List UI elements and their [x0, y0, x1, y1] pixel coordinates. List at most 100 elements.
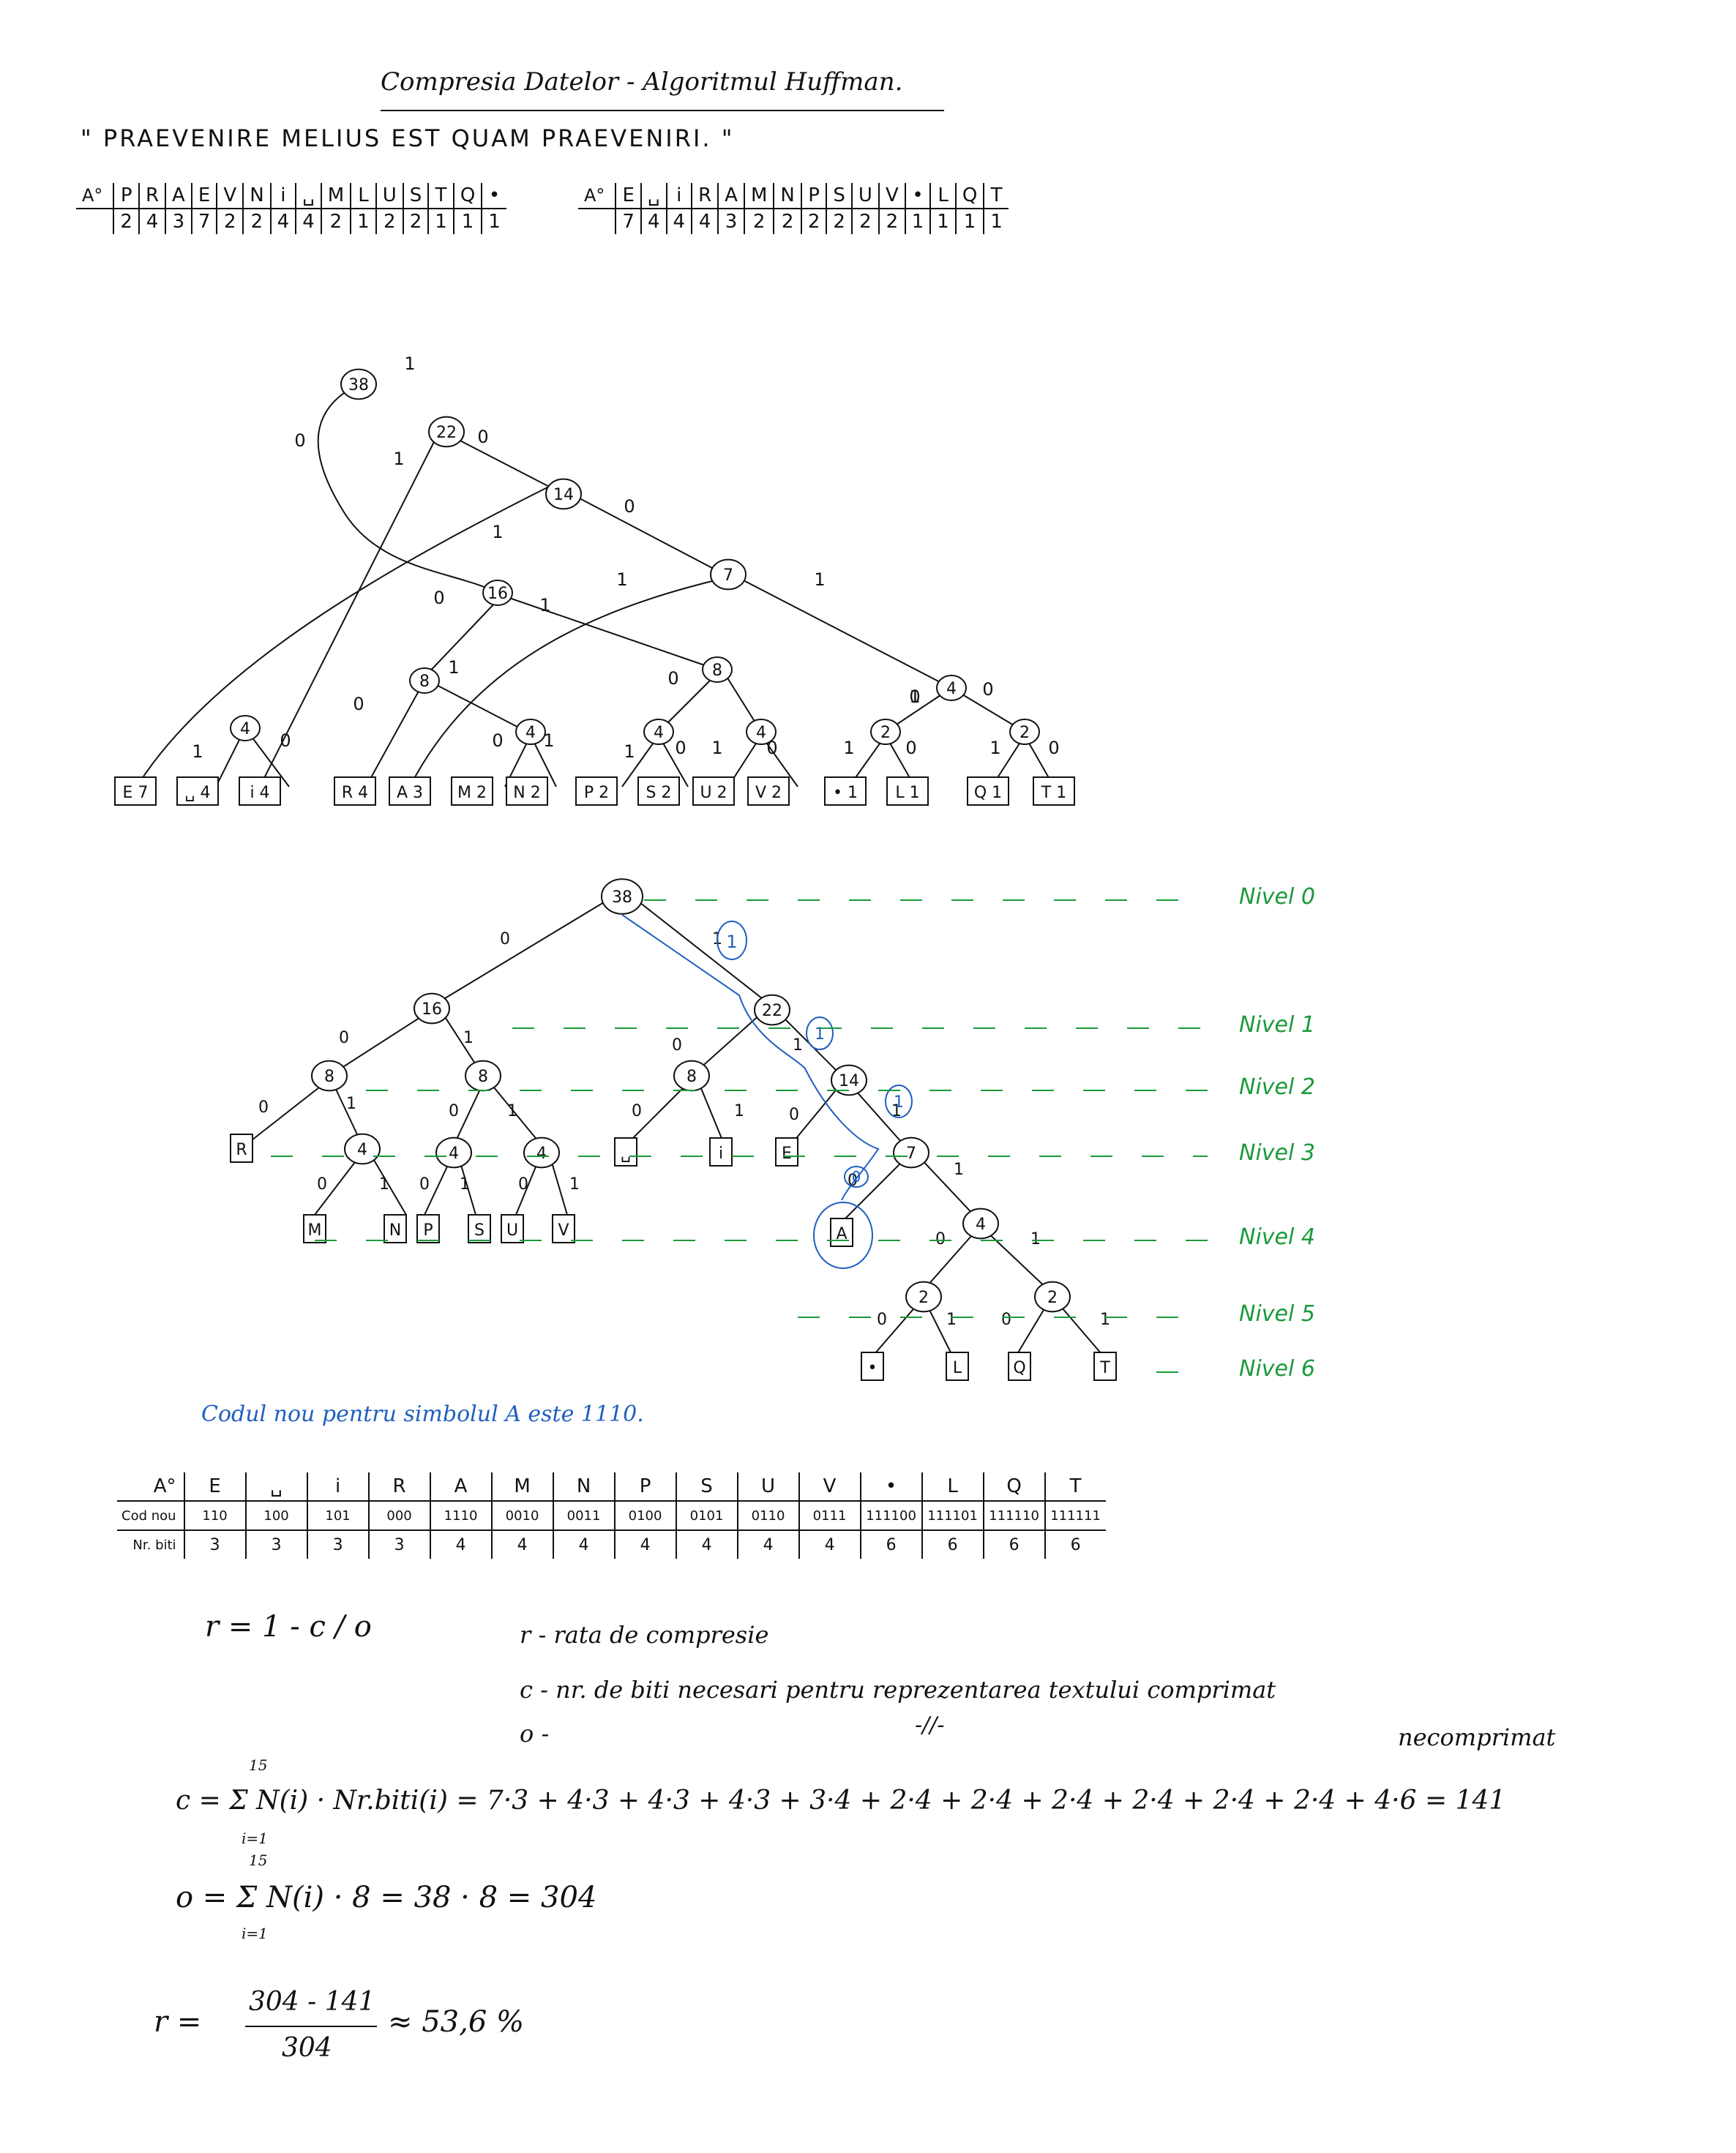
edge-label: 1 — [793, 1036, 803, 1055]
edge-label: 0 — [1001, 1311, 1011, 1329]
tree-node-label: 4 — [976, 1216, 986, 1234]
count-cell: 4 — [691, 209, 719, 234]
tree-node-label: 8 — [478, 1068, 488, 1086]
code-table-cell: 4 — [675, 1530, 738, 1559]
code-table-cell: P — [613, 1472, 676, 1502]
tree-leaf-label: T 1 — [1041, 784, 1066, 802]
tree-leaf-label: U 2 — [700, 784, 727, 802]
code-table-cell: A — [429, 1472, 492, 1502]
tree-leaf-label: ␣ — [621, 1145, 631, 1163]
symbol-cell: R — [138, 183, 166, 209]
code-table-cell: U — [736, 1472, 799, 1502]
tree-node — [643, 719, 674, 745]
count-cell: 1 — [481, 209, 506, 234]
edge-label: 1 — [1030, 1230, 1041, 1248]
tree-leaf — [416, 1214, 440, 1243]
tree-leaf-label: V — [558, 1221, 569, 1240]
symbol-cell: P — [113, 183, 139, 209]
symbol-cell: M — [320, 183, 351, 209]
tree-node — [831, 1064, 867, 1096]
symbol-cell: T — [427, 183, 454, 209]
tree-leaf — [303, 1214, 326, 1243]
c-label: c - nr. de biti necesari pentru reprezen… — [520, 1676, 1276, 1704]
count-cell: 1 — [929, 209, 956, 234]
tree-edge — [698, 1082, 725, 1146]
code-table-cell: 000 — [367, 1501, 430, 1531]
symbol-cell: i — [269, 183, 296, 209]
sum-lower-c: i=1 — [242, 1830, 268, 1847]
code-table-cell: i — [306, 1472, 369, 1502]
tree-node-label: 22 — [436, 424, 457, 442]
code-table-header: Cod nou — [117, 1501, 184, 1531]
count-cell: 2 — [800, 209, 827, 234]
tree-node — [962, 1207, 999, 1240]
tree-leaf-label: • 1 — [833, 784, 858, 802]
tree-edge — [449, 435, 557, 491]
code-table-cell: S — [675, 1472, 738, 1502]
level-label: Nivel 5 — [1239, 1301, 1315, 1327]
tree-node — [1034, 1281, 1071, 1313]
edge-label: 0 — [624, 496, 635, 517]
r-result-denominator: 304 — [282, 2033, 332, 2063]
count-cell: 2 — [773, 209, 801, 234]
tree-leaf-label: ␣ 4 — [185, 784, 211, 802]
edge-label: 1 — [393, 449, 404, 469]
r-result-value: ≈ 53,6 % — [388, 2005, 525, 2039]
code-table-cell: 100 — [244, 1501, 307, 1531]
symbol-cell: A — [717, 183, 744, 209]
edge-label: 0 — [477, 427, 488, 447]
symbol-cell: V — [216, 183, 244, 209]
sum-lower-o: i=1 — [242, 1925, 268, 1942]
tree-leaf — [775, 1137, 798, 1167]
tree-edge — [424, 599, 498, 678]
tree-edge — [409, 577, 725, 787]
level-label: Nivel 4 — [1239, 1224, 1315, 1250]
code-table-cell: 0010 — [490, 1501, 553, 1531]
tree-edge — [841, 1156, 908, 1223]
c-sum-formula: c = Σ N(i) · Nr.biti(i) = 7·3 + 4·3 + 4·… — [176, 1786, 1506, 1816]
count-cell: 2 — [113, 209, 139, 234]
title-underline — [381, 110, 944, 111]
tree-leaf-label: E — [782, 1145, 792, 1163]
code-table-cell: L — [921, 1472, 984, 1502]
tree-edge — [138, 482, 557, 784]
edge-label: 0 — [632, 1102, 642, 1120]
symbol-cell: U — [375, 183, 403, 209]
edge-label: 0 — [675, 738, 686, 758]
tree-node-label: 4 — [525, 724, 536, 742]
edge-label: 0 — [766, 738, 777, 758]
symbol-cell: S — [402, 183, 429, 209]
count-cell: 3 — [165, 209, 192, 234]
tree-node-label: 8 — [712, 662, 722, 680]
code-table-cell: 6 — [859, 1530, 922, 1559]
edge-label: 1 — [346, 1095, 356, 1113]
tree-leaf — [501, 1214, 524, 1243]
tree-leaf-label: • — [868, 1359, 878, 1377]
symbol-cell: L — [350, 183, 376, 209]
tree-leaf — [1093, 1352, 1117, 1381]
edge-label: 1 — [379, 1175, 389, 1194]
tree-edge — [918, 1156, 978, 1219]
tree-leaf-label: Q — [1013, 1359, 1025, 1377]
code-note: Codul nou pentru simbolul A este 1110. — [201, 1401, 644, 1427]
tree-node-label: 2 — [880, 724, 891, 742]
tree-leaf — [861, 1352, 884, 1381]
edge-label: 0 — [982, 679, 993, 700]
edge-label: 1 — [946, 1311, 957, 1329]
tree-leaf — [451, 776, 493, 806]
count-cell: 1 — [452, 209, 482, 234]
tree-leaf — [176, 776, 219, 806]
code-table-cell: V — [798, 1472, 861, 1502]
tree-node-label: 8 — [324, 1068, 334, 1086]
count-cell: 7 — [190, 209, 217, 234]
symbol-cell: N — [242, 183, 271, 209]
code-table-cell: 6 — [1044, 1530, 1106, 1559]
count-cell: 1 — [350, 209, 376, 234]
tree-node — [601, 878, 643, 915]
code-table-cell: 3 — [244, 1530, 307, 1559]
quote-text: " PRAEVENIRE MELIUS EST QUAM PRAEVENIRI.… — [81, 124, 735, 152]
edge-label: 0 — [339, 1029, 349, 1047]
level-label: Nivel 6 — [1239, 1356, 1315, 1382]
count-cell: 1 — [427, 209, 454, 234]
code-table-cell: E — [183, 1472, 246, 1502]
